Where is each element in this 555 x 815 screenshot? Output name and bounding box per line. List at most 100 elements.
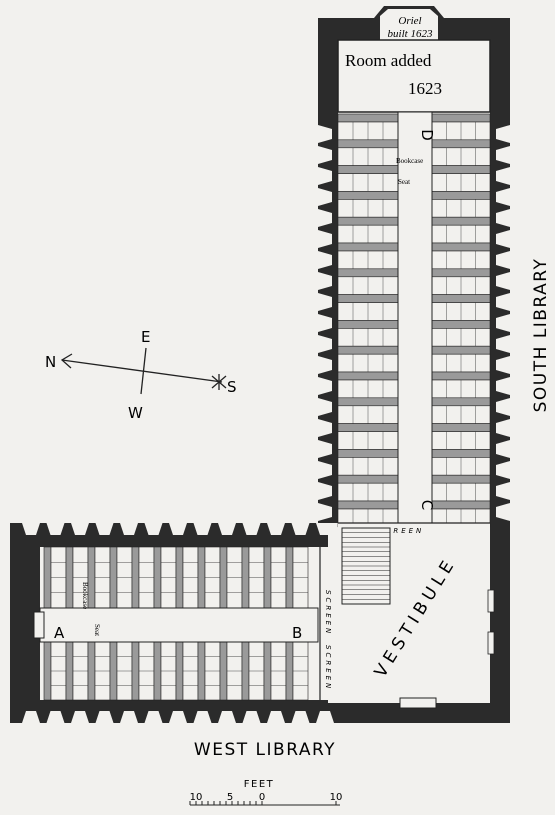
south-window-west (318, 377, 332, 395)
south-bookcase (431, 191, 491, 200)
south-bookcase (337, 242, 399, 252)
west-bookcase (65, 546, 74, 609)
west-window-north (144, 523, 163, 535)
vestibule: SCREEN VESTIBULE (338, 522, 495, 709)
south-bookcase (337, 397, 399, 407)
west-window-south (169, 711, 187, 723)
west-window-south (120, 711, 138, 723)
west-window-north (291, 523, 310, 535)
west-bookcase (285, 641, 294, 701)
west-library-doorway (33, 611, 45, 639)
south-bookcase (431, 294, 491, 303)
south-window-west (318, 167, 332, 185)
west-bookcase (219, 641, 228, 701)
west-bookcase (263, 546, 272, 609)
south-window-west (318, 314, 332, 332)
south-bookcase (337, 139, 399, 149)
south-window-west (318, 398, 332, 416)
south-bookcase (337, 371, 399, 381)
west-bookcase (65, 641, 74, 701)
south-window-west (318, 125, 332, 143)
south-window-west (318, 272, 332, 290)
label-a: A (54, 624, 65, 642)
west-library-label: WEST LIBRARY (194, 740, 336, 760)
west-window-north (46, 523, 65, 535)
west-window-south (95, 711, 114, 723)
oriel-label-line1: Oriel (398, 15, 421, 27)
south-window-east (496, 419, 510, 437)
west-bookcase (241, 546, 250, 609)
west-library-bookcases (43, 546, 309, 701)
scale-five: 5 (227, 792, 233, 803)
south-library-west-wall (318, 18, 338, 523)
west-bookcase (43, 641, 52, 701)
oriel-label-line2: built 1623 (388, 28, 433, 40)
vestibule-window-2 (487, 631, 495, 655)
west-window-south (71, 711, 89, 723)
west-bookcase (175, 546, 184, 609)
south-library-windows (318, 125, 510, 521)
south-window-east (496, 188, 510, 206)
compass-north-arrow (60, 353, 73, 369)
room-added-label: Room added (345, 51, 432, 70)
south-window-east (496, 209, 510, 227)
south-window-west (318, 419, 332, 437)
south-window-east (496, 314, 510, 332)
south-window-west (318, 209, 332, 227)
west-window-north (22, 523, 40, 535)
scale-zero: 0 (259, 792, 265, 803)
south-bookcase (431, 345, 491, 355)
south-window-west (318, 461, 332, 479)
south-window-east (496, 440, 510, 458)
west-window-south (291, 711, 310, 723)
south-bookcase (337, 345, 399, 355)
south-bookcase (337, 320, 399, 329)
scale-ticks (189, 801, 340, 806)
screen-label-side-bottom: SCREEN (324, 645, 332, 691)
label-c: C (418, 500, 436, 510)
south-bookcase (337, 113, 399, 123)
south-window-east (496, 461, 510, 479)
scale-title: FEET (244, 779, 275, 790)
scale-left: 10 (190, 792, 203, 803)
south-bookcase (431, 113, 491, 123)
south-library-label: SOUTH LIBRARY (531, 258, 551, 413)
south-library-bookcases (337, 113, 491, 528)
south-window-west (318, 335, 332, 353)
south-bookcase (431, 268, 491, 278)
west-window-south (218, 711, 236, 723)
west-window-north (218, 523, 236, 535)
south-bookcase (337, 500, 399, 510)
screen-label-side-top: SCREEN (324, 590, 332, 636)
west-bookcase (153, 641, 162, 701)
west-window-south (267, 711, 285, 723)
west-bookcase (219, 546, 228, 609)
room-added-box (337, 39, 491, 113)
west-bookcase (131, 641, 140, 701)
west-bookcase (87, 641, 96, 701)
west-bookcase (197, 546, 206, 609)
south-bookcase (337, 268, 399, 278)
west-window-north (193, 523, 212, 535)
south-window-west (318, 230, 332, 248)
south-bookcase (337, 165, 399, 174)
scale-bar: FEET 10 5 0 10 (189, 779, 342, 806)
south-window-east (496, 356, 510, 374)
compass-w: W (128, 404, 143, 422)
west-window-north (120, 523, 138, 535)
compass-e: E (141, 328, 150, 346)
west-window-north (71, 523, 89, 535)
west-window-south (46, 711, 65, 723)
staircase (341, 527, 391, 605)
south-window-east (496, 251, 510, 269)
west-bookcase (241, 641, 250, 701)
west-window-north (267, 523, 285, 535)
south-window-west (318, 503, 332, 521)
west-bookcase (109, 546, 118, 609)
south-bookcase (431, 242, 491, 252)
west-window-south (22, 711, 40, 723)
west-window-north (95, 523, 114, 535)
south-bookcase (337, 216, 399, 226)
west-library-aisle (39, 607, 319, 643)
